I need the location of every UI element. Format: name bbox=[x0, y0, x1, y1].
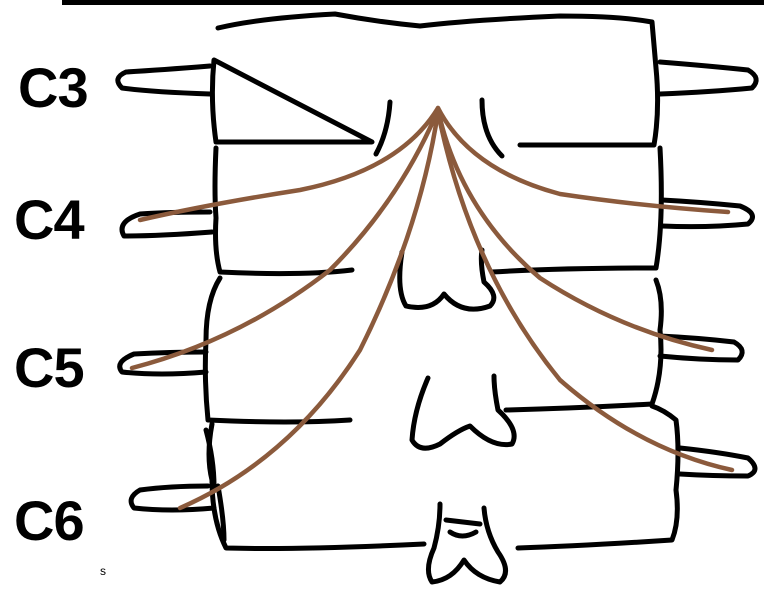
nerve-to-c6-right bbox=[438, 112, 732, 470]
c6-spinous bbox=[428, 504, 505, 582]
nerve-to-c4-right bbox=[438, 108, 728, 212]
c6-vertebra-body bbox=[209, 406, 678, 549]
c4-vertebra-body bbox=[215, 148, 661, 274]
c4-right-process bbox=[662, 200, 753, 227]
c4-spinous bbox=[400, 250, 494, 309]
c3-right-process bbox=[660, 62, 756, 94]
c3-left-process bbox=[118, 66, 210, 94]
c5-left-process bbox=[120, 352, 206, 374]
nerve-to-c5-left bbox=[132, 110, 438, 368]
c5-vertebra-body bbox=[205, 278, 661, 422]
c6-right-process bbox=[680, 448, 755, 476]
nerve-to-c6-left bbox=[180, 112, 438, 508]
nerve-to-c4-left bbox=[140, 108, 438, 220]
c5-spinous bbox=[412, 376, 514, 448]
vertebrae-outline bbox=[118, 14, 756, 582]
